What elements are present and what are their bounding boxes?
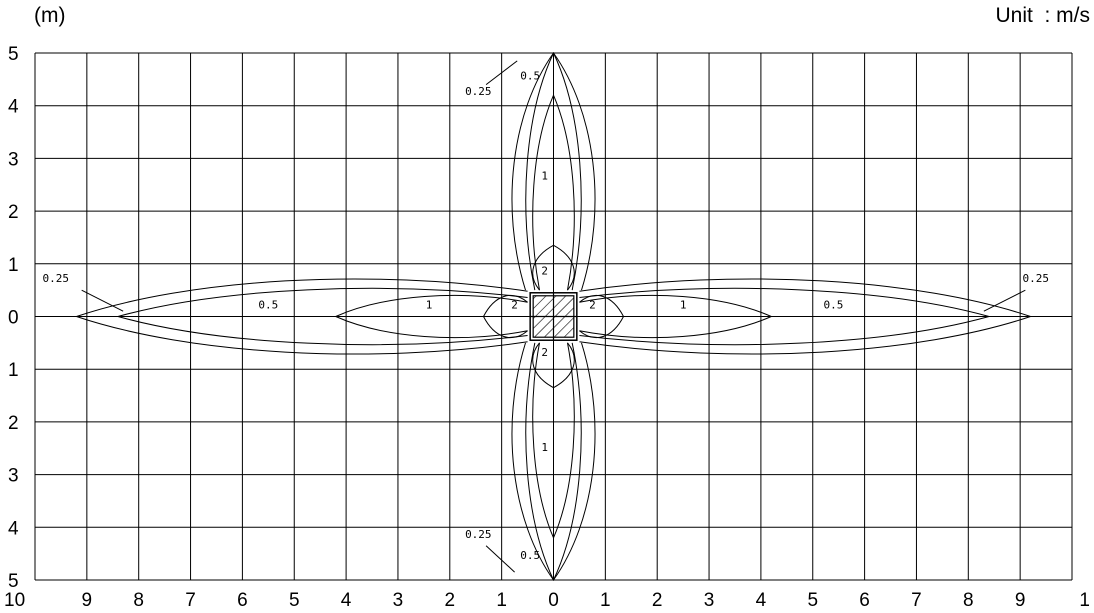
- contour-line: [525, 342, 582, 582]
- label-leader: [485, 545, 515, 573]
- contour-line: [334, 294, 528, 339]
- y-tick-label: 2: [8, 202, 19, 223]
- x-tick-label: 3: [393, 590, 404, 611]
- x-tick-label: 1: [600, 590, 611, 611]
- contour-label: 0.25: [42, 272, 69, 285]
- contour-label: 0.5: [258, 299, 278, 312]
- contour-label: 2: [511, 299, 518, 312]
- x-tick-label: 6: [237, 590, 248, 611]
- contour-line: [579, 294, 625, 339]
- x-tick-label: 5: [289, 590, 300, 611]
- contour-line: [532, 342, 575, 389]
- x-tick-label: 4: [341, 590, 352, 611]
- contour-label: 2: [589, 299, 596, 312]
- y-tick-label: 1: [8, 255, 19, 276]
- contour-label: 0.25: [465, 528, 492, 541]
- contour-line: [579, 294, 773, 339]
- contour-line: [579, 287, 991, 346]
- x-tick-label: 7: [185, 590, 196, 611]
- contour-label: 0.5: [520, 549, 540, 562]
- y-tick-label: 4: [8, 97, 19, 118]
- contours: [74, 51, 1033, 582]
- y-tick-label: 3: [8, 466, 19, 487]
- contour-label: 1: [541, 441, 548, 454]
- y-tick-label: 5: [8, 44, 19, 65]
- x-tick-label: 4: [756, 590, 767, 611]
- x-tick-label: 9: [1015, 590, 1026, 611]
- y-tick-label: 5: [8, 571, 19, 592]
- x-tick-label: 1: [496, 590, 507, 611]
- x-tick-label: 3: [704, 590, 715, 611]
- source-box: [529, 292, 578, 341]
- x-tick-label: 8: [133, 590, 144, 611]
- x-tick-label: 2: [652, 590, 663, 611]
- label-leader: [983, 289, 1026, 312]
- contour-label: 0.5: [520, 69, 540, 82]
- contour-label: 1: [426, 299, 433, 312]
- label-leader: [81, 289, 124, 312]
- contour-label: 0.5: [824, 299, 844, 312]
- y-tick-label: 0: [8, 308, 19, 329]
- axis-unit-label: (m): [34, 4, 66, 27]
- y-tick-label: 4: [8, 518, 19, 539]
- x-tick-label: 2: [445, 590, 456, 611]
- contour-label: 0.25: [465, 85, 492, 98]
- contour-label: 1: [680, 299, 687, 312]
- label-leader: [485, 60, 518, 86]
- x-tick-label: 7: [911, 590, 922, 611]
- unit-label: Unit : m/s: [995, 4, 1090, 27]
- x-tick-label: 8: [963, 590, 974, 611]
- contour-line: [116, 287, 528, 346]
- contour-label: 0.25: [1022, 272, 1049, 285]
- y-tick-label: 2: [8, 413, 19, 434]
- contour-line: [74, 278, 528, 355]
- y-tick-label: 3: [8, 149, 19, 170]
- contour-line: [532, 342, 575, 540]
- contour-line: [579, 278, 1033, 355]
- contour-label: 1: [541, 169, 548, 182]
- x-tick-label: 10: [4, 590, 25, 611]
- contour-label: 2: [541, 346, 548, 359]
- x-tick-label: 1: [1079, 590, 1090, 611]
- contour-line: [525, 51, 582, 291]
- x-tick-label: 9: [82, 590, 93, 611]
- contour-labels: 0.25 0.5 1 2 2 1 0.5 0.25 2 2 1 1 0.25 0.5 0.25 0.5: [42, 69, 1048, 562]
- x-tick-label: 5: [807, 590, 818, 611]
- y-tick-label: 1: [8, 360, 19, 381]
- contour-line: [482, 294, 528, 339]
- x-tick-label: 6: [859, 590, 870, 611]
- contour-label: 2: [541, 264, 548, 277]
- x-tick-label: 0: [548, 590, 559, 611]
- contour-line: [532, 244, 575, 291]
- contour-line: [532, 93, 575, 291]
